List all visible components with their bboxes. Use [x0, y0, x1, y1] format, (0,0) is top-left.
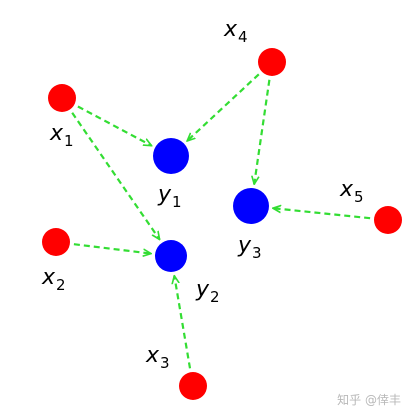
edge-x5-to-y3 — [273, 208, 371, 220]
node-x1 — [48, 84, 76, 112]
edge-x1-to-y2 — [71, 112, 159, 240]
node-x3 — [179, 372, 207, 400]
label-x2-sub: 2 — [56, 276, 66, 294]
label-y1-var: y — [157, 182, 172, 207]
label-x2: x2 — [41, 265, 66, 294]
label-y2: y2 — [195, 277, 220, 306]
label-y3-var: y — [237, 233, 252, 258]
label-x5-sub: 5 — [354, 188, 364, 206]
label-x5-var: x — [339, 177, 354, 202]
label-x4-sub: 4 — [238, 28, 248, 46]
label-y1-sub: 1 — [172, 193, 182, 211]
label-y3-sub: 3 — [252, 244, 262, 262]
edge-x3-to-y2 — [174, 276, 192, 369]
label-y3: y3 — [237, 233, 262, 262]
label-x4: x4 — [223, 17, 248, 46]
node-x5 — [374, 206, 402, 234]
node-y2 — [155, 240, 187, 272]
node-y3 — [233, 188, 269, 224]
watermark: 知乎 @倖丰 — [337, 393, 401, 407]
label-x5: x5 — [339, 177, 364, 206]
label-x1-var: x — [49, 121, 64, 146]
edge-x4-to-y1 — [187, 73, 260, 141]
label-y2-sub: 2 — [210, 288, 220, 306]
node-x4 — [258, 48, 286, 76]
edges-layer — [71, 73, 371, 369]
label-x3: x3 — [145, 343, 170, 372]
edge-x2-to-y2 — [73, 243, 151, 253]
label-x1: x1 — [49, 121, 74, 150]
label-x2-var: x — [41, 265, 56, 290]
node-y1 — [153, 138, 189, 174]
nodes-layer — [42, 48, 402, 400]
label-y1: y1 — [157, 182, 182, 211]
node-x2 — [42, 228, 70, 256]
label-x3-var: x — [145, 343, 160, 368]
edge-x1-to-y1 — [77, 105, 152, 147]
label-y2-var: y — [195, 277, 210, 302]
label-x1-sub: 1 — [64, 132, 74, 150]
label-x3-sub: 3 — [160, 354, 170, 372]
edge-x4-to-y3 — [254, 79, 271, 184]
label-x4-var: x — [223, 17, 238, 42]
